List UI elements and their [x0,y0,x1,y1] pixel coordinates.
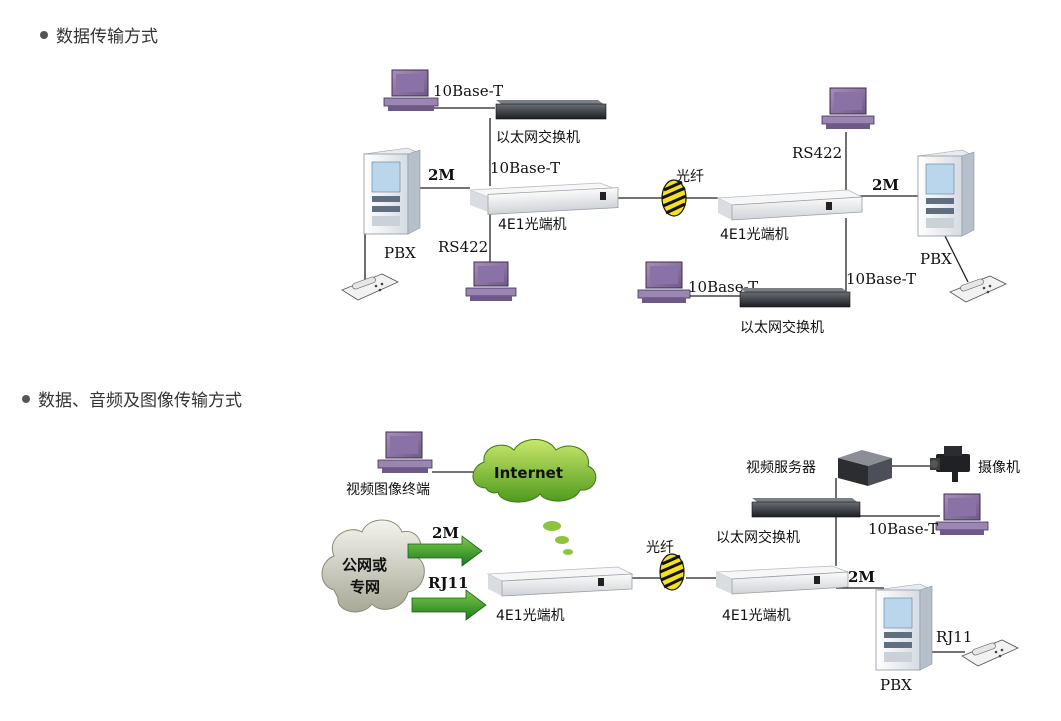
connection-lines [432,465,965,653]
link-2m-label: 2M [848,568,875,586]
computer-icon [465,261,517,301]
network-cloud-label-line1: 公网或 [342,556,387,574]
rs422-label: RS422 [438,238,488,256]
video-terminal-label: 视频图像终端 [346,482,430,498]
terminal-port-label: 10Base-T [846,270,916,288]
terminal-name-label: 4E1光端机 [498,217,567,233]
pbx-cabinet [916,149,976,237]
switch-name-label: 以太网交换机 [740,319,824,336]
pbx-label: PBX [920,250,952,268]
diagram-av-transfer: 视频图像终端 Internet 公网或 专网 2M RJ11 [321,431,1020,694]
optical-terminal [469,182,619,215]
arrow-rj11-label: RJ11 [428,574,468,592]
pbx-label: PBX [880,676,912,694]
ethernet-switch [751,498,861,518]
ethernet-switch [739,288,851,308]
optical-terminal [486,566,634,597]
diagram-data-transfer: 10Base-T 以太网交换机 PBX 2M 10Base-T 4E [341,69,1007,336]
optical-terminal [716,189,864,221]
switch-port-label: 10Base-T [688,278,758,296]
network-cloud-label-line2: 专网 [350,578,380,596]
fiber-label: 光纤 [676,169,704,185]
telephone-icon [341,273,399,301]
fiber-label: 光纤 [646,540,674,556]
switch-name-label: 以太网交换机 [716,529,800,546]
computer-icon [821,87,875,129]
bullet-icon [22,395,30,403]
network-cloud-icon [321,519,425,613]
internet-label: Internet [494,464,563,482]
terminal-port-label: 10Base-T [490,159,560,177]
optical-terminal [715,565,849,595]
ethernet-switch [495,100,607,120]
telephone-icon [949,275,1007,303]
telephone-icon [961,639,1019,667]
switch-name-label: 以太网交换机 [496,129,580,146]
section-heading-data-transfer: 数据传输方式 [40,22,158,47]
pbx-cabinet [362,147,422,235]
terminal-name-label: 4E1光端机 [722,608,791,624]
terminal-name-label: 4E1光端机 [496,608,565,624]
computer-icon [377,431,433,473]
section-title: 数据传输方式 [56,27,158,47]
video-server-label: 视频服务器 [746,460,816,476]
fiber-icon [659,553,685,591]
terminal-name-label: 4E1光端机 [720,227,789,243]
section-title: 数据、音频及图像传输方式 [38,391,242,411]
bullet-icon [40,31,48,39]
fiber-icon [661,179,687,217]
camera-label: 摄像机 [978,460,1020,476]
rs422-label: RS422 [792,144,842,162]
video-server-icon [838,450,892,486]
port-10base-label: 10Base-T [868,520,938,538]
computer-icon [383,69,439,111]
rj11-label: RJ11 [936,628,972,646]
arrow-2m-label: 2M [432,524,459,542]
camera-icon [930,446,970,482]
arrow-rj11-icon [411,589,487,621]
internet-cloud-icon [472,439,597,555]
pbx-cabinet [874,583,934,671]
pbx-label: PBX [384,244,416,262]
section-heading-av-transfer: 数据、音频及图像传输方式 [22,386,242,411]
computer-icon [637,261,691,303]
link-2m-label: 2M [872,176,899,194]
switch-port-label: 10Base-T [433,82,503,100]
link-2m-label: 2M [428,166,455,184]
computer-icon [935,493,989,535]
arrow-2m-icon [407,535,483,567]
connection-lines [364,107,969,297]
